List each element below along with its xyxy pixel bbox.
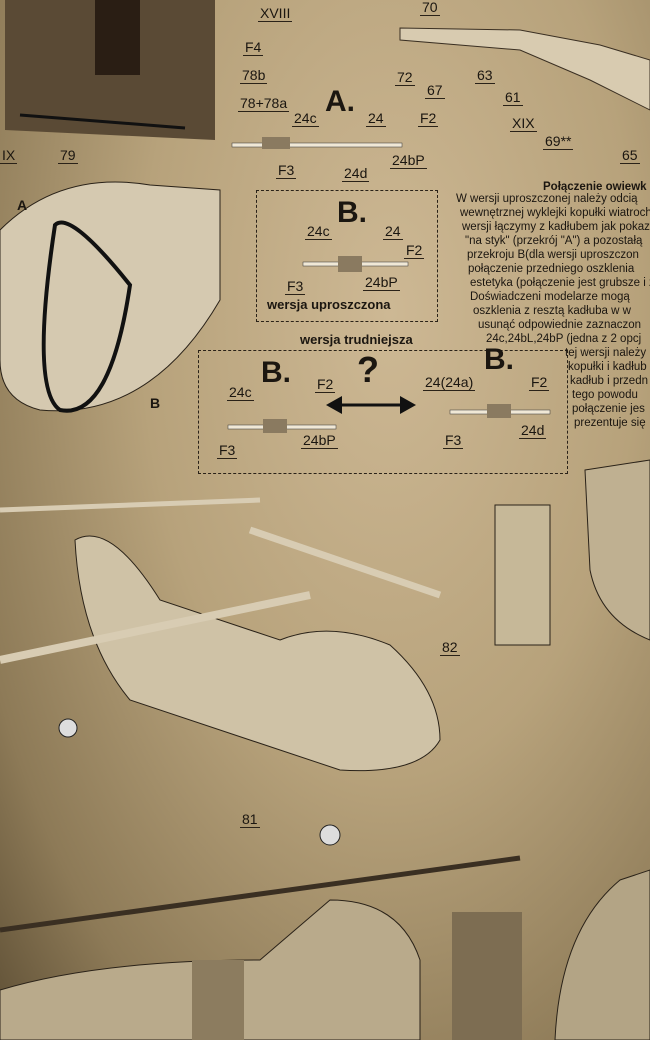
question-mark: ? (357, 349, 379, 390)
label-81: 81 (240, 811, 260, 828)
label-63: 63 (475, 67, 495, 84)
label-f3: F3 (217, 442, 238, 459)
text-line: Doświadczeni modelarze mogą (470, 291, 630, 303)
label-78-78a: 78+78a (238, 95, 290, 112)
text-line: kopułki i kadłub (568, 361, 647, 373)
text-line: wersji łączymy z kadłubem jak pokaza (462, 221, 650, 233)
label-24d: 24d (519, 422, 547, 439)
text-line: kadłub i przedn (570, 375, 648, 387)
text-line: "na styk" (przekrój "A") a pozostałą (465, 235, 643, 247)
section-b-title: B. (337, 196, 367, 229)
label-f4: F4 (243, 39, 264, 56)
label-f3: F3 (276, 162, 297, 179)
heading-harder-version: wersja trudniejsza (300, 332, 413, 347)
label-24c: 24c (305, 223, 332, 240)
text-line: tego powodu (572, 389, 638, 401)
text-line: połączenie jes (572, 403, 645, 415)
label-69: 69** (543, 133, 574, 150)
label-24c: 24c (227, 384, 254, 401)
canopy-label-b: B (150, 395, 161, 411)
section-b-hard-box: B. ? B. 24c F2 F3 24bP 24(24a) F2 F3 24d (198, 343, 568, 474)
text-line: estetyka (połączenie jest grubsze i z (470, 277, 650, 289)
left-b-title: B. (261, 356, 291, 389)
text-line: przekroju B(dla wersji uproszczon (467, 249, 639, 261)
canopy-drawing (0, 181, 221, 412)
text-line: 24c,24bL,24bP (jedna z 2 opcj (486, 333, 642, 345)
text-line: połączenie przedniego oszklenia (468, 263, 635, 275)
helicopter-drawing (74, 535, 441, 772)
label-24-24a: 24(24a) (423, 374, 476, 391)
text-heading: Połączenie owiewk (543, 181, 647, 193)
label-61: 61 (503, 89, 523, 106)
label-24: 24 (366, 110, 386, 127)
label-70: 70 (420, 0, 440, 16)
label-67: 67 (425, 82, 445, 99)
label-82: 82 (440, 639, 460, 656)
label-24d: 24d (342, 165, 370, 182)
label-24c: 24c (292, 110, 319, 127)
label-xix: XIX (510, 115, 537, 132)
text-line: usunąć odpowiednie zaznaczon (478, 319, 642, 331)
label-78b: 78b (240, 67, 268, 84)
canopy-label-a: A (17, 197, 28, 213)
label-f2: F2 (404, 242, 425, 259)
text-line: wewnętrznej wyklejki kopułki wiatroch (460, 207, 650, 219)
label-65: 65 (620, 147, 640, 164)
label-24: 24 (383, 223, 403, 240)
label-ix: IX (0, 147, 18, 164)
section-a-title: A. (325, 85, 355, 118)
label-24bp: 24bP (390, 152, 427, 169)
label-79: 79 (58, 147, 78, 164)
label-f2: F2 (529, 374, 550, 391)
text-line: oszklenia z resztą kadłuba w w (473, 305, 631, 317)
caption-simple: wersja uproszczona (267, 297, 391, 312)
text-line: W wersji uproszczonej należy odcią (456, 193, 638, 205)
section-b-simple-box: B. 24c 24 F2 F3 24bP wersja uproszczona (256, 190, 438, 322)
label-f3: F3 (285, 278, 306, 295)
text-line: prezentuje się (574, 417, 646, 429)
label-f2: F2 (418, 110, 439, 127)
rotor-head (399, 27, 650, 111)
label-f3: F3 (443, 432, 464, 449)
label-24bp: 24bP (301, 432, 338, 449)
label-xviii: XVIII (258, 5, 293, 22)
right-b-title: B. (484, 343, 514, 376)
window (95, 0, 140, 75)
label-f2: F2 (315, 376, 336, 393)
label-72: 72 (395, 69, 415, 86)
label-24bp: 24bP (363, 274, 400, 291)
text-line: tej wersji należy (565, 347, 647, 359)
